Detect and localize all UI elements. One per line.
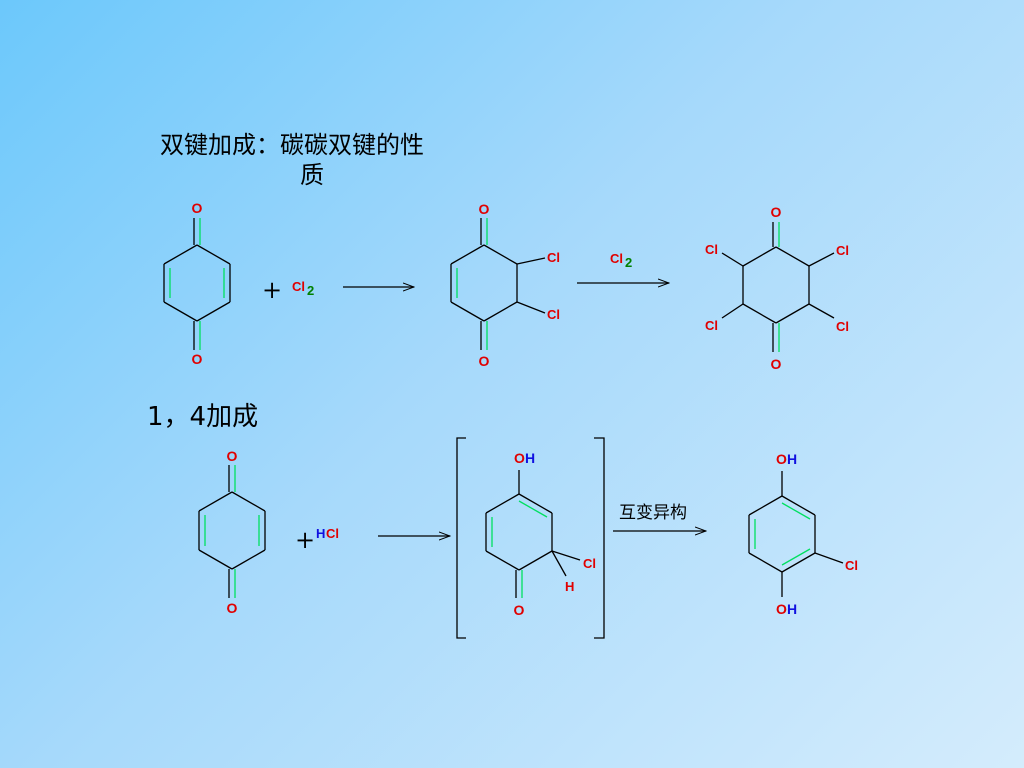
chlorine-symbol: Cl — [610, 251, 623, 266]
benzoquinone-molecule-1: O O — [163, 200, 231, 367]
chlorine-symbol: Cl — [326, 526, 339, 541]
section-title-double-bond-addition: 双键加成：碳碳双键的性 质 — [160, 130, 424, 190]
chlorine-atom: Cl — [845, 558, 858, 573]
chlorine-symbol: Cl — [292, 279, 305, 294]
oxygen-atom: O — [771, 356, 782, 372]
chlorohydroquinone-molecule: O H O H Cl — [748, 451, 858, 617]
chlorine-atom: Cl — [547, 250, 560, 265]
oxygen-atom: O — [776, 451, 787, 467]
dichloro-cyclohexenedione-molecule: O O Cl Cl — [450, 201, 560, 369]
chlorine-atom: Cl — [705, 318, 718, 333]
oxygen-atom: O — [227, 600, 238, 616]
chlorine-atom: Cl — [547, 307, 560, 322]
section-title-1-4-addition: 1，4加成 — [147, 402, 259, 432]
chlorine-atom: Cl — [705, 242, 718, 257]
oxygen-atom: O — [514, 602, 525, 618]
oxygen-atom: O — [776, 601, 787, 617]
oxygen-atom: O — [227, 448, 238, 464]
hydrogen-symbol: H — [316, 526, 325, 541]
subscript-2: 2 — [307, 283, 314, 298]
chlorine-reagent-1: Cl 2 — [292, 279, 314, 298]
chlorine-atom: Cl — [836, 243, 849, 258]
enol-intermediate-molecule: O H O Cl H — [485, 450, 596, 618]
oxygen-atom: O — [479, 201, 490, 217]
oxygen-atom: O — [192, 351, 203, 367]
hydrogen-atom: H — [787, 451, 797, 467]
hcl-reagent: H Cl — [316, 526, 339, 541]
oxygen-atom: O — [479, 353, 490, 369]
chlorine-atom: Cl — [583, 556, 596, 571]
subscript-2: 2 — [625, 255, 632, 270]
chlorine-atom: Cl — [836, 319, 849, 334]
right-bracket — [594, 437, 605, 639]
plus-sign: + — [295, 526, 315, 554]
tautomerization-label: 互变异构 — [619, 503, 687, 523]
oxygen-atom: O — [192, 200, 203, 216]
chlorine-reagent-2: Cl 2 — [610, 251, 632, 270]
title-line-2: 质 — [300, 161, 324, 189]
tetrachloro-cyclohexanedione-molecule: O O Cl Cl Cl Cl — [705, 204, 849, 372]
plus-sign: + — [262, 276, 282, 304]
hydrogen-atom: H — [525, 450, 535, 466]
benzoquinone-molecule-2: O O — [198, 448, 266, 616]
hydrogen-atom: H — [787, 601, 797, 617]
hydrogen-atom: H — [565, 579, 574, 594]
title-line-1: 双键加成：碳碳双键的性 — [160, 131, 424, 159]
oxygen-atom: O — [771, 204, 782, 220]
left-bracket — [456, 437, 466, 639]
oxygen-atom: O — [514, 450, 525, 466]
